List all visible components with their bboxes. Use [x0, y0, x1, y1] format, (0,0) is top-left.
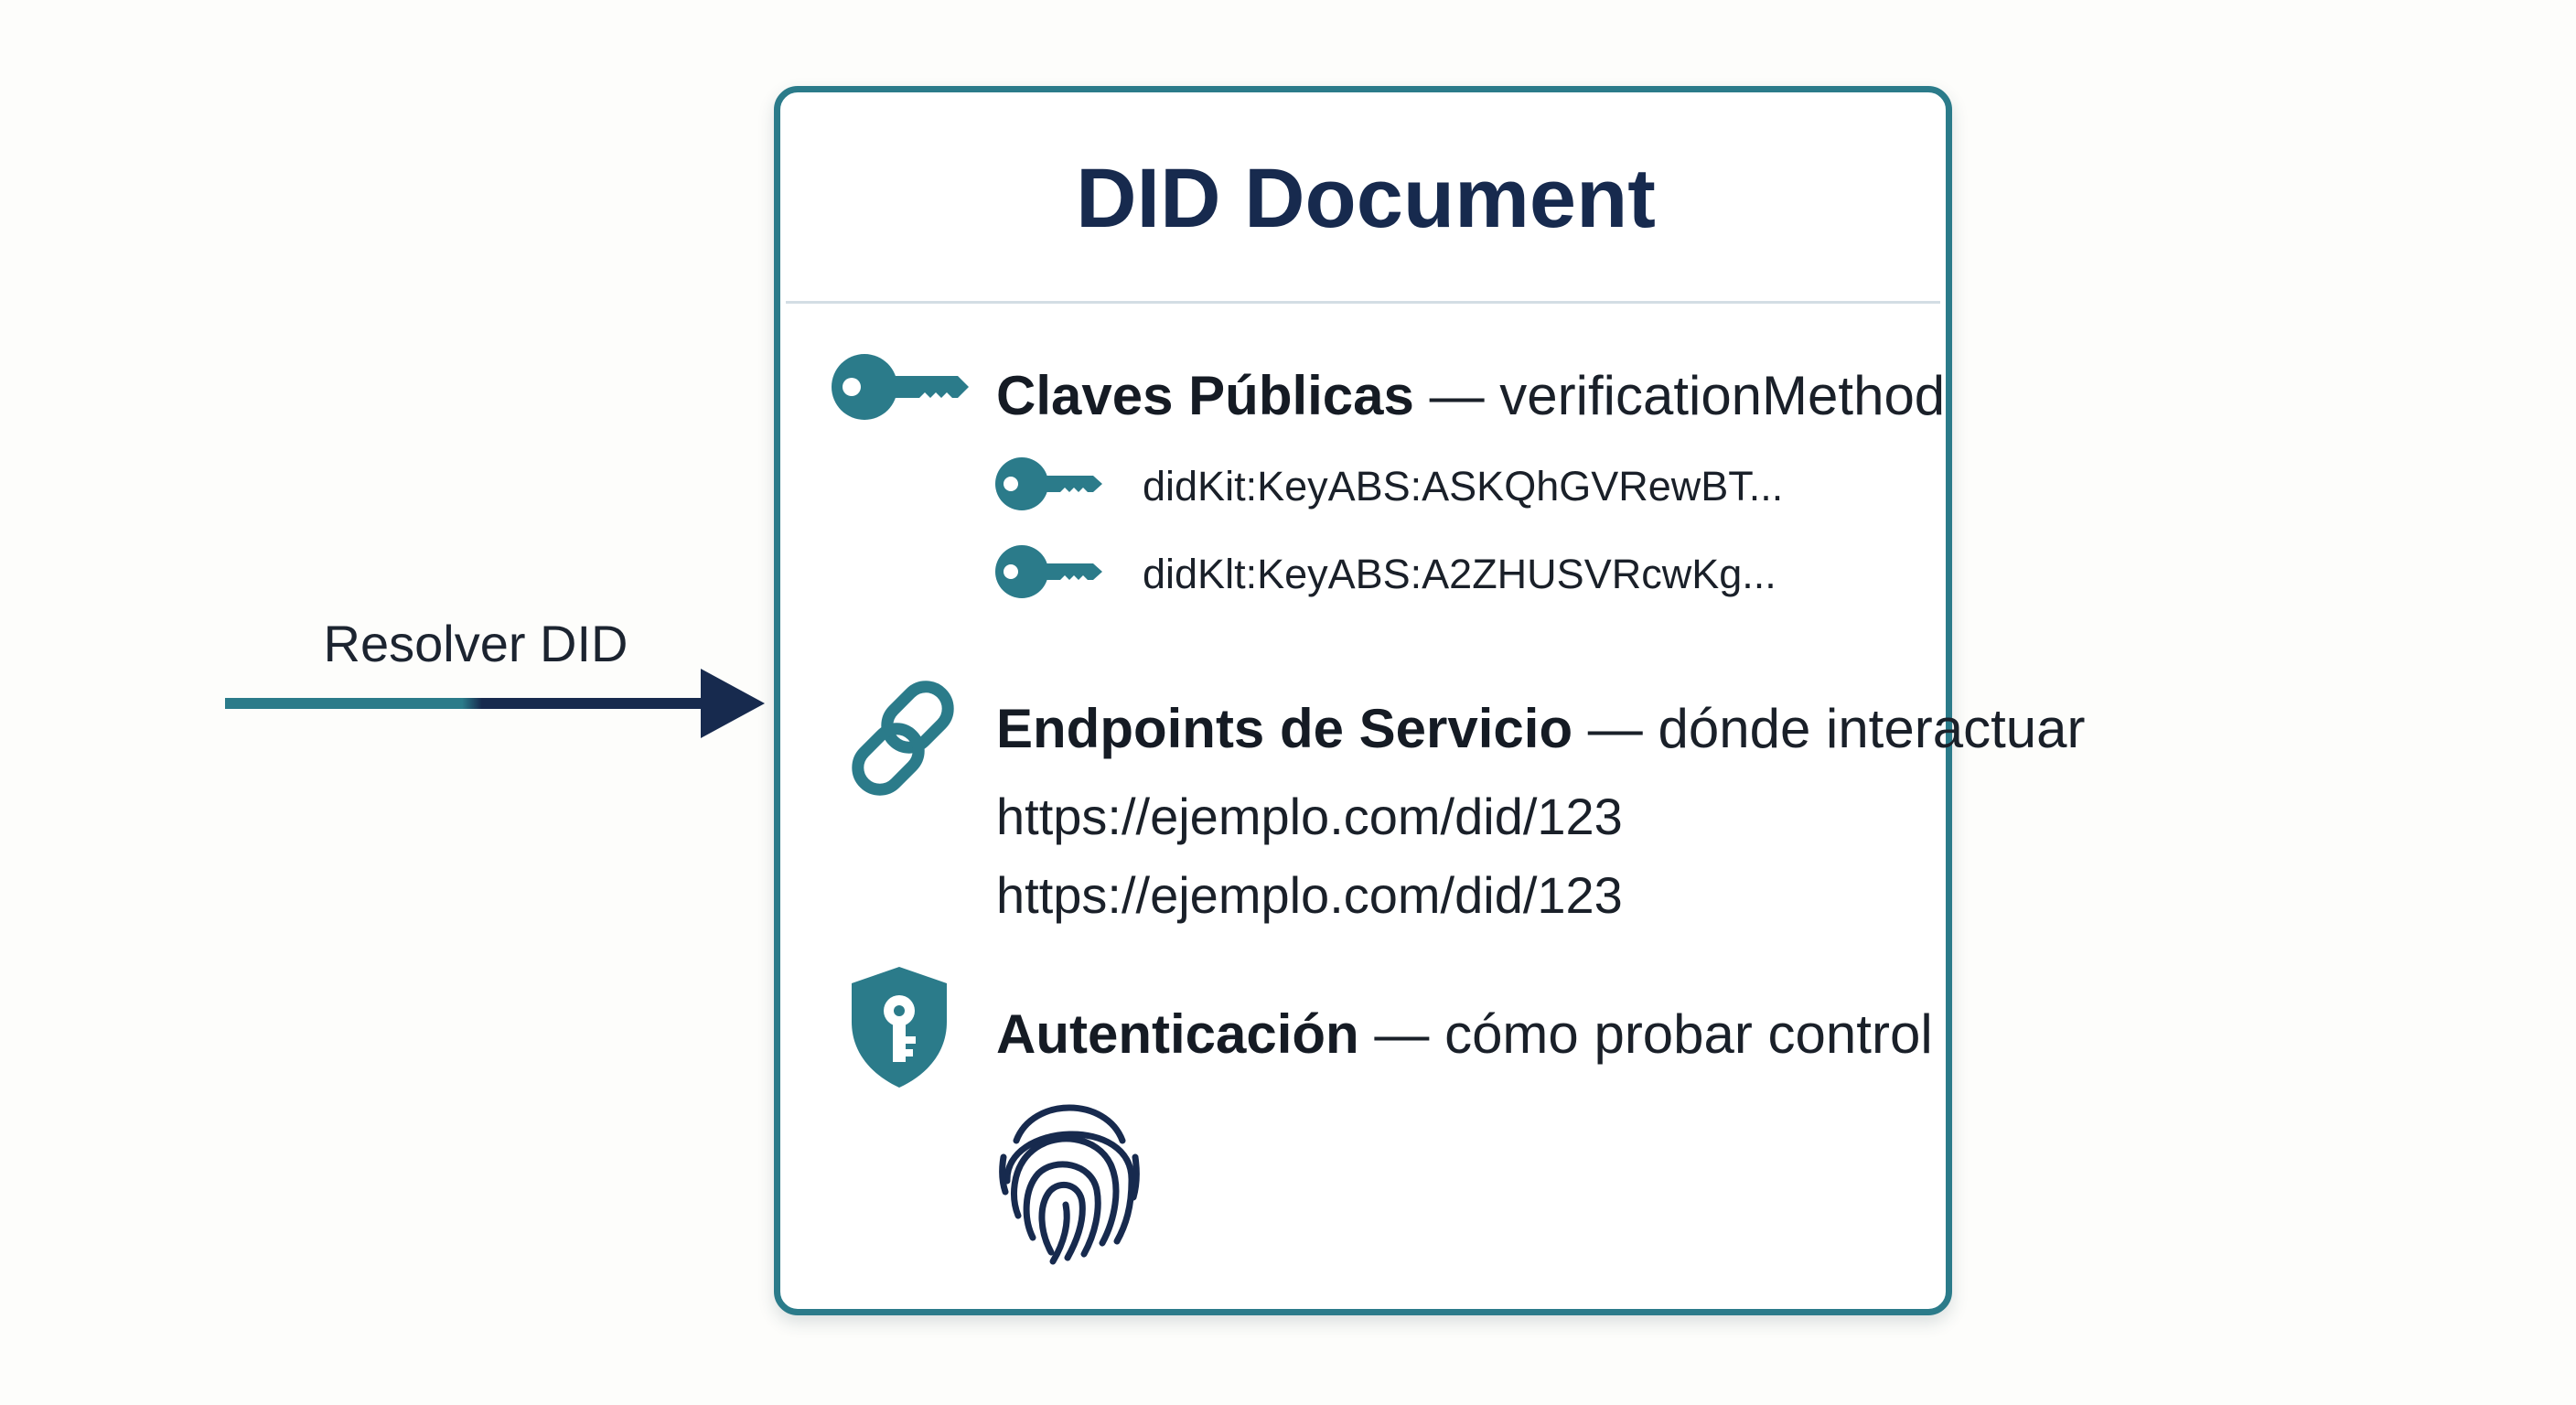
link-icon [852, 681, 954, 796]
authentication-description: cómo probar control [1444, 1003, 1933, 1065]
service-endpoint-url: https://ejemplo.com/did/123 [996, 788, 1623, 845]
key-icon [995, 545, 1102, 598]
service-endpoints-separator: — [1587, 698, 1643, 759]
shield-key-icon [852, 967, 947, 1088]
arrow-head [701, 669, 765, 738]
public-keys-description: verificationMethod [1499, 365, 1946, 426]
service-endpoints-heading: Endpoints de Servicio — dónde interactua… [996, 702, 2085, 756]
service-endpoints-title: Endpoints de Servicio [996, 698, 1573, 759]
card-title: DID Document [1076, 152, 1656, 245]
resolver-arrow [225, 669, 765, 738]
service-endpoint-url: https://ejemplo.com/did/123 [996, 866, 1623, 924]
did-document-card: DID Document Claves Públicas — verificat… [774, 86, 2085, 1315]
card-divider [786, 301, 1940, 304]
authentication-title: Autenticación [996, 1003, 1359, 1065]
key-icon [832, 354, 969, 420]
public-key-item: didKit:KeyABS:ASKQhGVRewBT... [1143, 463, 1784, 509]
public-keys-heading: Claves Públicas — verificationMethod [996, 369, 1945, 424]
public-keys-title: Claves Públicas [996, 365, 1414, 426]
arrow-shaft [225, 698, 719, 709]
service-endpoints-description: dónde interactuar [1658, 698, 2086, 759]
public-key-item: didKlt:KeyABS:A2ZHUSVRcwKg... [1143, 551, 1776, 597]
public-keys-separator: — [1429, 365, 1485, 426]
resolver-did-label: Resolver DID [323, 615, 628, 672]
authentication-separator: — [1374, 1003, 1430, 1065]
key-icon [995, 457, 1102, 510]
fingerprint-icon [999, 1104, 1140, 1265]
authentication-heading: Autenticación — cómo probar control [996, 1007, 1933, 1062]
